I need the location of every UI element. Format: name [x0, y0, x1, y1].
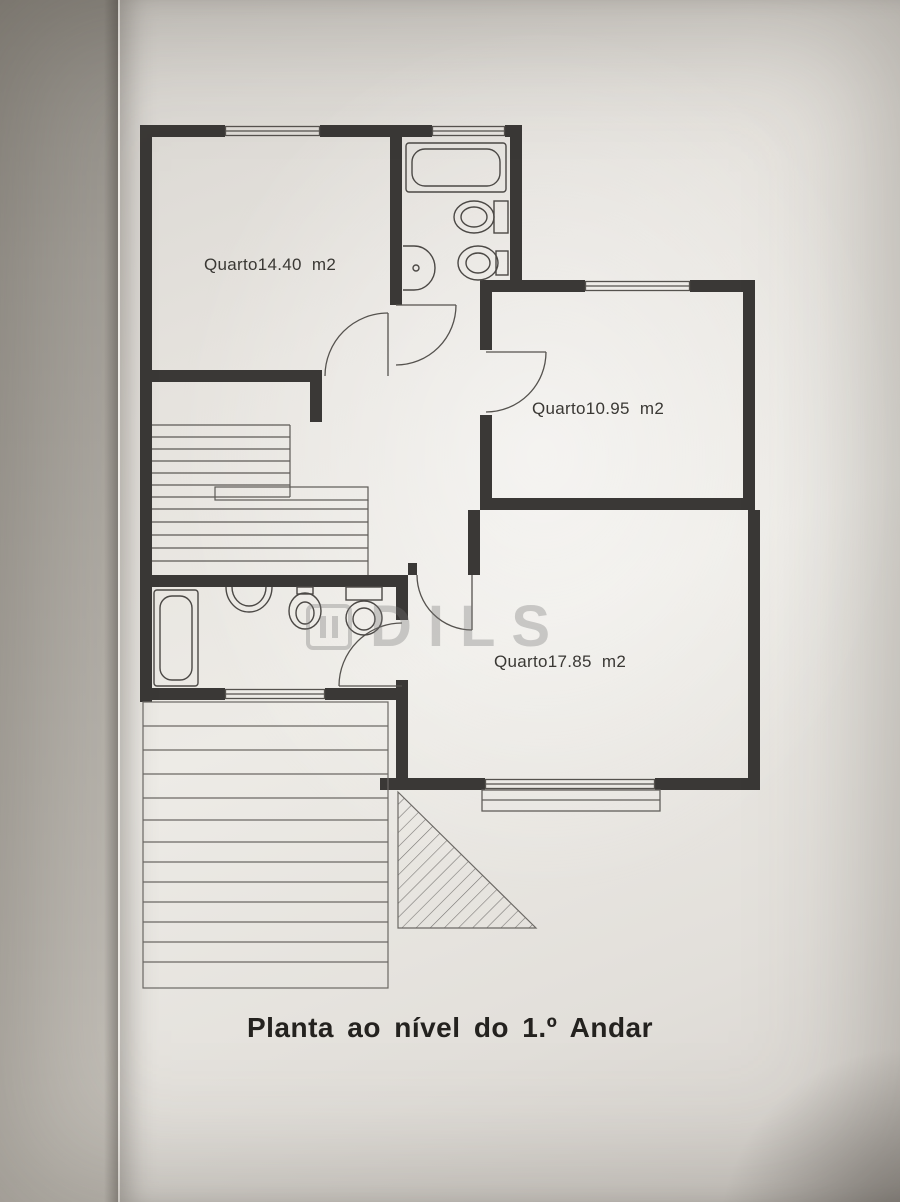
- staircase: [152, 424, 369, 575]
- room-label-quarto-1785: Quarto17.85 m2: [494, 652, 627, 671]
- bathtub-top-icon: [405, 142, 507, 193]
- room-label-quarto-1440: Quarto14.40 m2: [204, 255, 337, 274]
- terrace-steps: [142, 701, 389, 989]
- toilet-bottom-icon: [345, 586, 383, 601]
- bathroom-top-fixtures: [403, 142, 509, 291]
- balcony-ledge: [481, 789, 661, 812]
- hatched-ramp: [397, 790, 538, 929]
- bathroom-bottom-fixtures: [153, 586, 383, 687]
- walls: [140, 125, 760, 790]
- toilet-top-icon: [493, 200, 509, 234]
- room-label-quarto-1095: Quarto10.95 m2: [532, 399, 665, 418]
- plan-title: Planta ao nível do 1.º Andar: [246, 1012, 654, 1043]
